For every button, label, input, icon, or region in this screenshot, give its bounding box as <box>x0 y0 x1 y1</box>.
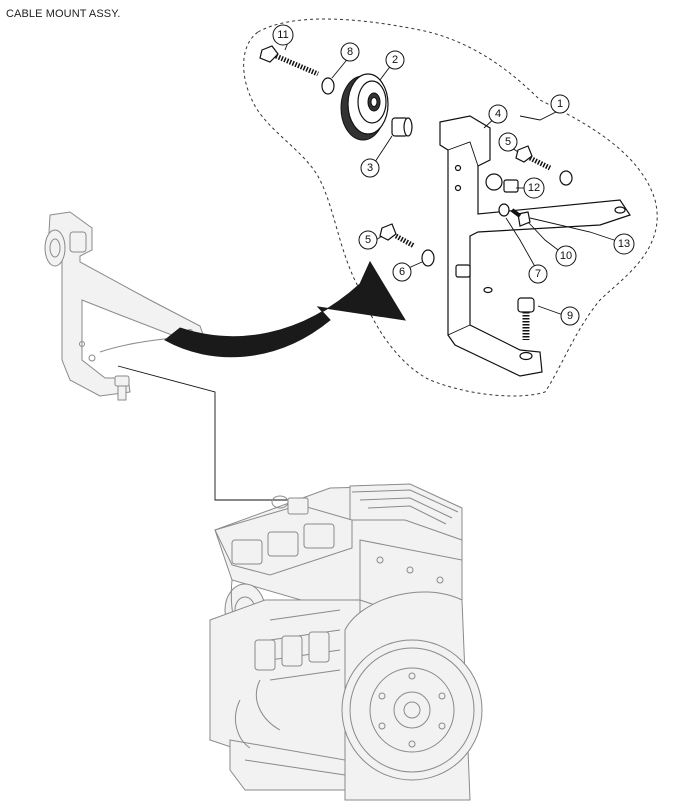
callout-4: 4 <box>488 104 508 124</box>
mount-bracket <box>439 115 631 377</box>
svg-text:2: 2 <box>392 54 398 66</box>
callout-12: 12 <box>523 177 545 199</box>
svg-text:7: 7 <box>535 268 541 280</box>
washer-upper <box>559 170 573 186</box>
callout-1: 1 <box>550 94 570 114</box>
spacer <box>391 117 413 137</box>
callout-10: 10 <box>555 245 577 267</box>
svg-text:1: 1 <box>557 98 563 110</box>
callout-6: 6 <box>392 262 412 282</box>
svg-text:4: 4 <box>495 108 501 120</box>
callout-3: 3 <box>360 158 380 178</box>
cap-screw <box>517 297 535 340</box>
bolt-lower <box>379 223 416 249</box>
svg-text:8: 8 <box>347 46 353 58</box>
washer-6 <box>421 249 435 267</box>
callout-11: 11 <box>272 24 294 46</box>
bolt-10 <box>498 203 531 227</box>
svg-text:12: 12 <box>528 182 540 194</box>
svg-text:5: 5 <box>505 136 511 148</box>
svg-text:3: 3 <box>367 162 373 174</box>
svg-text:6: 6 <box>399 266 405 278</box>
curved-arrow <box>164 260 406 358</box>
svg-text:13: 13 <box>618 238 630 250</box>
callout-2: 2 <box>385 50 405 70</box>
callout-13: 13 <box>613 233 635 255</box>
callout-5-lower: 5 <box>358 230 378 250</box>
ghost-bracket-overview <box>44 211 206 401</box>
washer-8 <box>321 77 335 95</box>
callout-7: 7 <box>528 264 548 284</box>
svg-text:10: 10 <box>560 250 572 262</box>
svg-text:9: 9 <box>567 310 573 322</box>
detail-boundary <box>243 18 658 397</box>
svg-text:5: 5 <box>365 234 371 246</box>
pulley <box>340 73 389 141</box>
engine-overview <box>209 483 483 801</box>
location-leader-line <box>117 365 300 501</box>
bolt-upper <box>515 145 552 171</box>
callout-8: 8 <box>340 42 360 62</box>
svg-text:11: 11 <box>277 29 288 41</box>
bolt-long <box>259 45 319 77</box>
callout-9: 9 <box>560 306 580 326</box>
nut-12 <box>485 173 519 193</box>
page-title: CABLE MOUNT ASSY. <box>6 8 121 20</box>
callout-5-upper: 5 <box>498 132 518 152</box>
